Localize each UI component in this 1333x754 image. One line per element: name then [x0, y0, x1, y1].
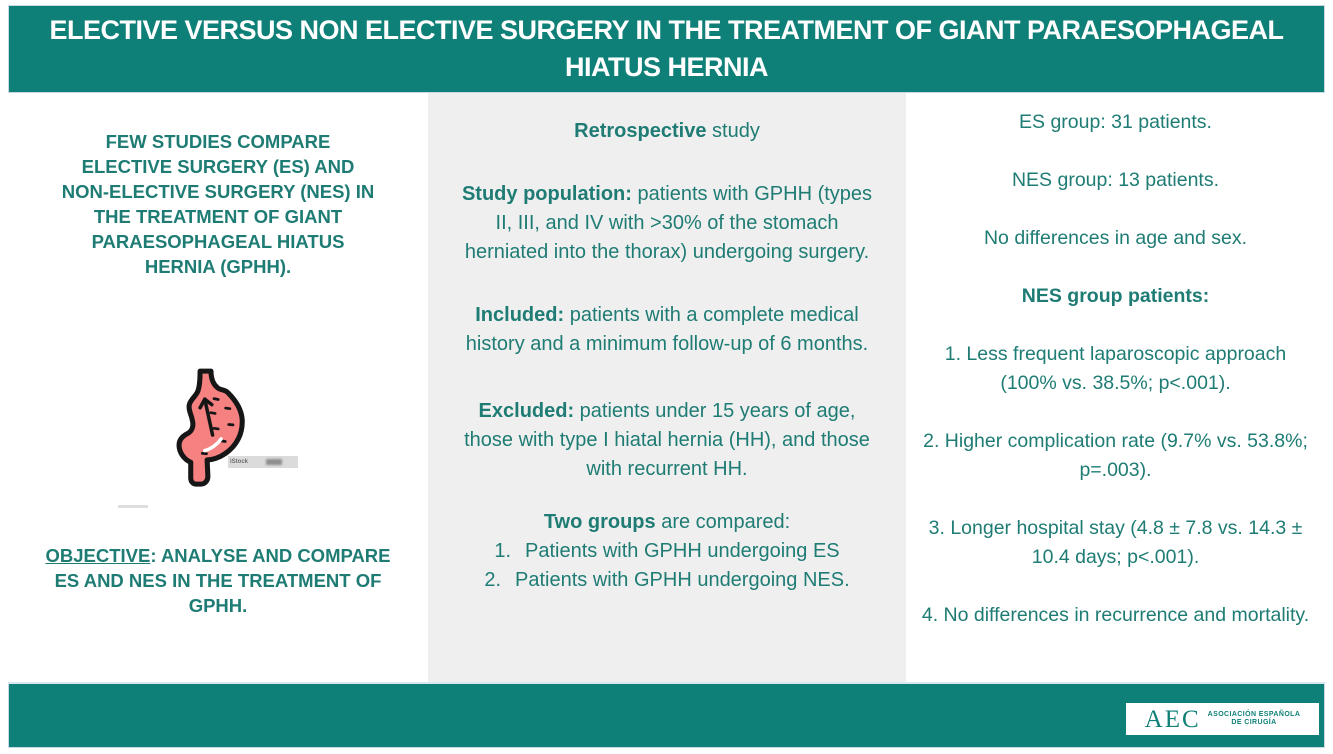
methods-column: Retrospective study Study population: pa… [428, 93, 906, 682]
result-nes-group: NES group: 13 patients. [1011, 169, 1220, 191]
groups-heading-bold: Two groups [543, 511, 656, 533]
nes-group-heading: NES group patients: [1021, 285, 1210, 307]
stomach-highlight [203, 437, 223, 453]
stock-watermark-smudge [266, 459, 283, 465]
group-item-2-number: 2. [484, 569, 502, 591]
aec-logo-name: ASOCIACIÓN ESPAÑOLA DE CIRUGÍA [1208, 711, 1301, 728]
exclusion-text: patients under 15 years of age, those wi… [464, 400, 870, 480]
background-column: FEW STUDIES COMPARE ELECTIVE SURGERY (ES… [8, 93, 428, 682]
background-statement: FEW STUDIES COMPARE ELECTIVE SURGERY (ES… [61, 131, 375, 277]
page-title-line-1: ELECTIVE VERSUS NON ELECTIVE SURGERY IN … [49, 15, 1284, 45]
study-type-rest: study [706, 120, 760, 142]
group-item-2-text: Patients with GPHH undergoing NES. [515, 569, 850, 591]
watermark-credit-mark [118, 505, 148, 508]
study-population: Study population: patients with GPHH (ty… [452, 180, 882, 267]
exclusion-label: Excluded: [478, 400, 575, 422]
title-banner: ELECTIVE VERSUS NON ELECTIVE SURGERY IN … [8, 5, 1325, 93]
stock-watermark-label: iStock [230, 459, 249, 465]
study-type-bold: Retrospective [574, 120, 707, 142]
results-column: ES group: 31 patients. NES group: 13 pat… [906, 93, 1325, 682]
aec-logo-acronym: AEC [1144, 705, 1201, 733]
group-item-1: 1. Patients with GPHH undergoing ES [452, 537, 882, 566]
groups-heading: Two groups are compared: [452, 508, 882, 537]
groups-heading-rest: are compared: [655, 511, 791, 533]
objective-text: : ANALYSE AND COMPARE ES AND NES IN THE … [54, 545, 391, 616]
aec-logo: AEC ASOCIACIÓN ESPAÑOLA DE CIRUGÍA [1126, 703, 1319, 735]
objective-statement: OBJECTIVE: ANALYSE AND COMPARE ES AND NE… [36, 543, 400, 618]
result-es-group: ES group: 31 patients. [1019, 111, 1212, 133]
exclusion-criteria: Excluded: patients under 15 years of age… [452, 397, 882, 484]
stomach-illustration [176, 368, 245, 487]
inclusion-criteria: Included: patients with a complete medic… [452, 301, 882, 359]
result-age-sex: No differences in age and sex. [983, 227, 1248, 249]
objective-label: OBJECTIVE [45, 545, 151, 566]
group-item-1-number: 1. [494, 540, 512, 562]
finding-1: 1. Less frequent laparoscopic approach (… [944, 343, 1287, 394]
group-item-2: 2. Patients with GPHH undergoing NES. [452, 566, 882, 595]
content-columns: FEW STUDIES COMPARE ELECTIVE SURGERY (ES… [8, 93, 1325, 682]
aec-logo-name-line-1: ASOCIACIÓN ESPAÑOLA [1207, 710, 1301, 718]
footer-banner: AEC ASOCIACIÓN ESPAÑOLA DE CIRUGÍA [8, 682, 1325, 748]
study-population-text: patients with GPHH (types II, III, and I… [464, 183, 873, 263]
herniation-arrow-icon [198, 397, 215, 437]
finding-4: 4. No differences in recurrence and mort… [921, 604, 1310, 626]
group-item-1-text: Patients with GPHH undergoing ES [525, 540, 840, 562]
finding-3: 3. Longer hospital stay (4.8 ± 7.8 vs. 1… [928, 517, 1303, 568]
finding-2: 2. Higher complication rate (9.7% vs. 53… [923, 430, 1308, 481]
inclusion-label: Included: [475, 304, 565, 326]
stock-watermark: iStock [228, 456, 298, 468]
aec-logo-name-line-2: DE CIRUGÍA [1231, 719, 1277, 726]
inclusion-text: patients with a complete medical history… [465, 304, 869, 355]
study-population-label: Study population: [461, 183, 632, 205]
study-type: Retrospective study [452, 117, 882, 146]
page-title-line-2: HIATUS HERNIA [564, 52, 769, 82]
